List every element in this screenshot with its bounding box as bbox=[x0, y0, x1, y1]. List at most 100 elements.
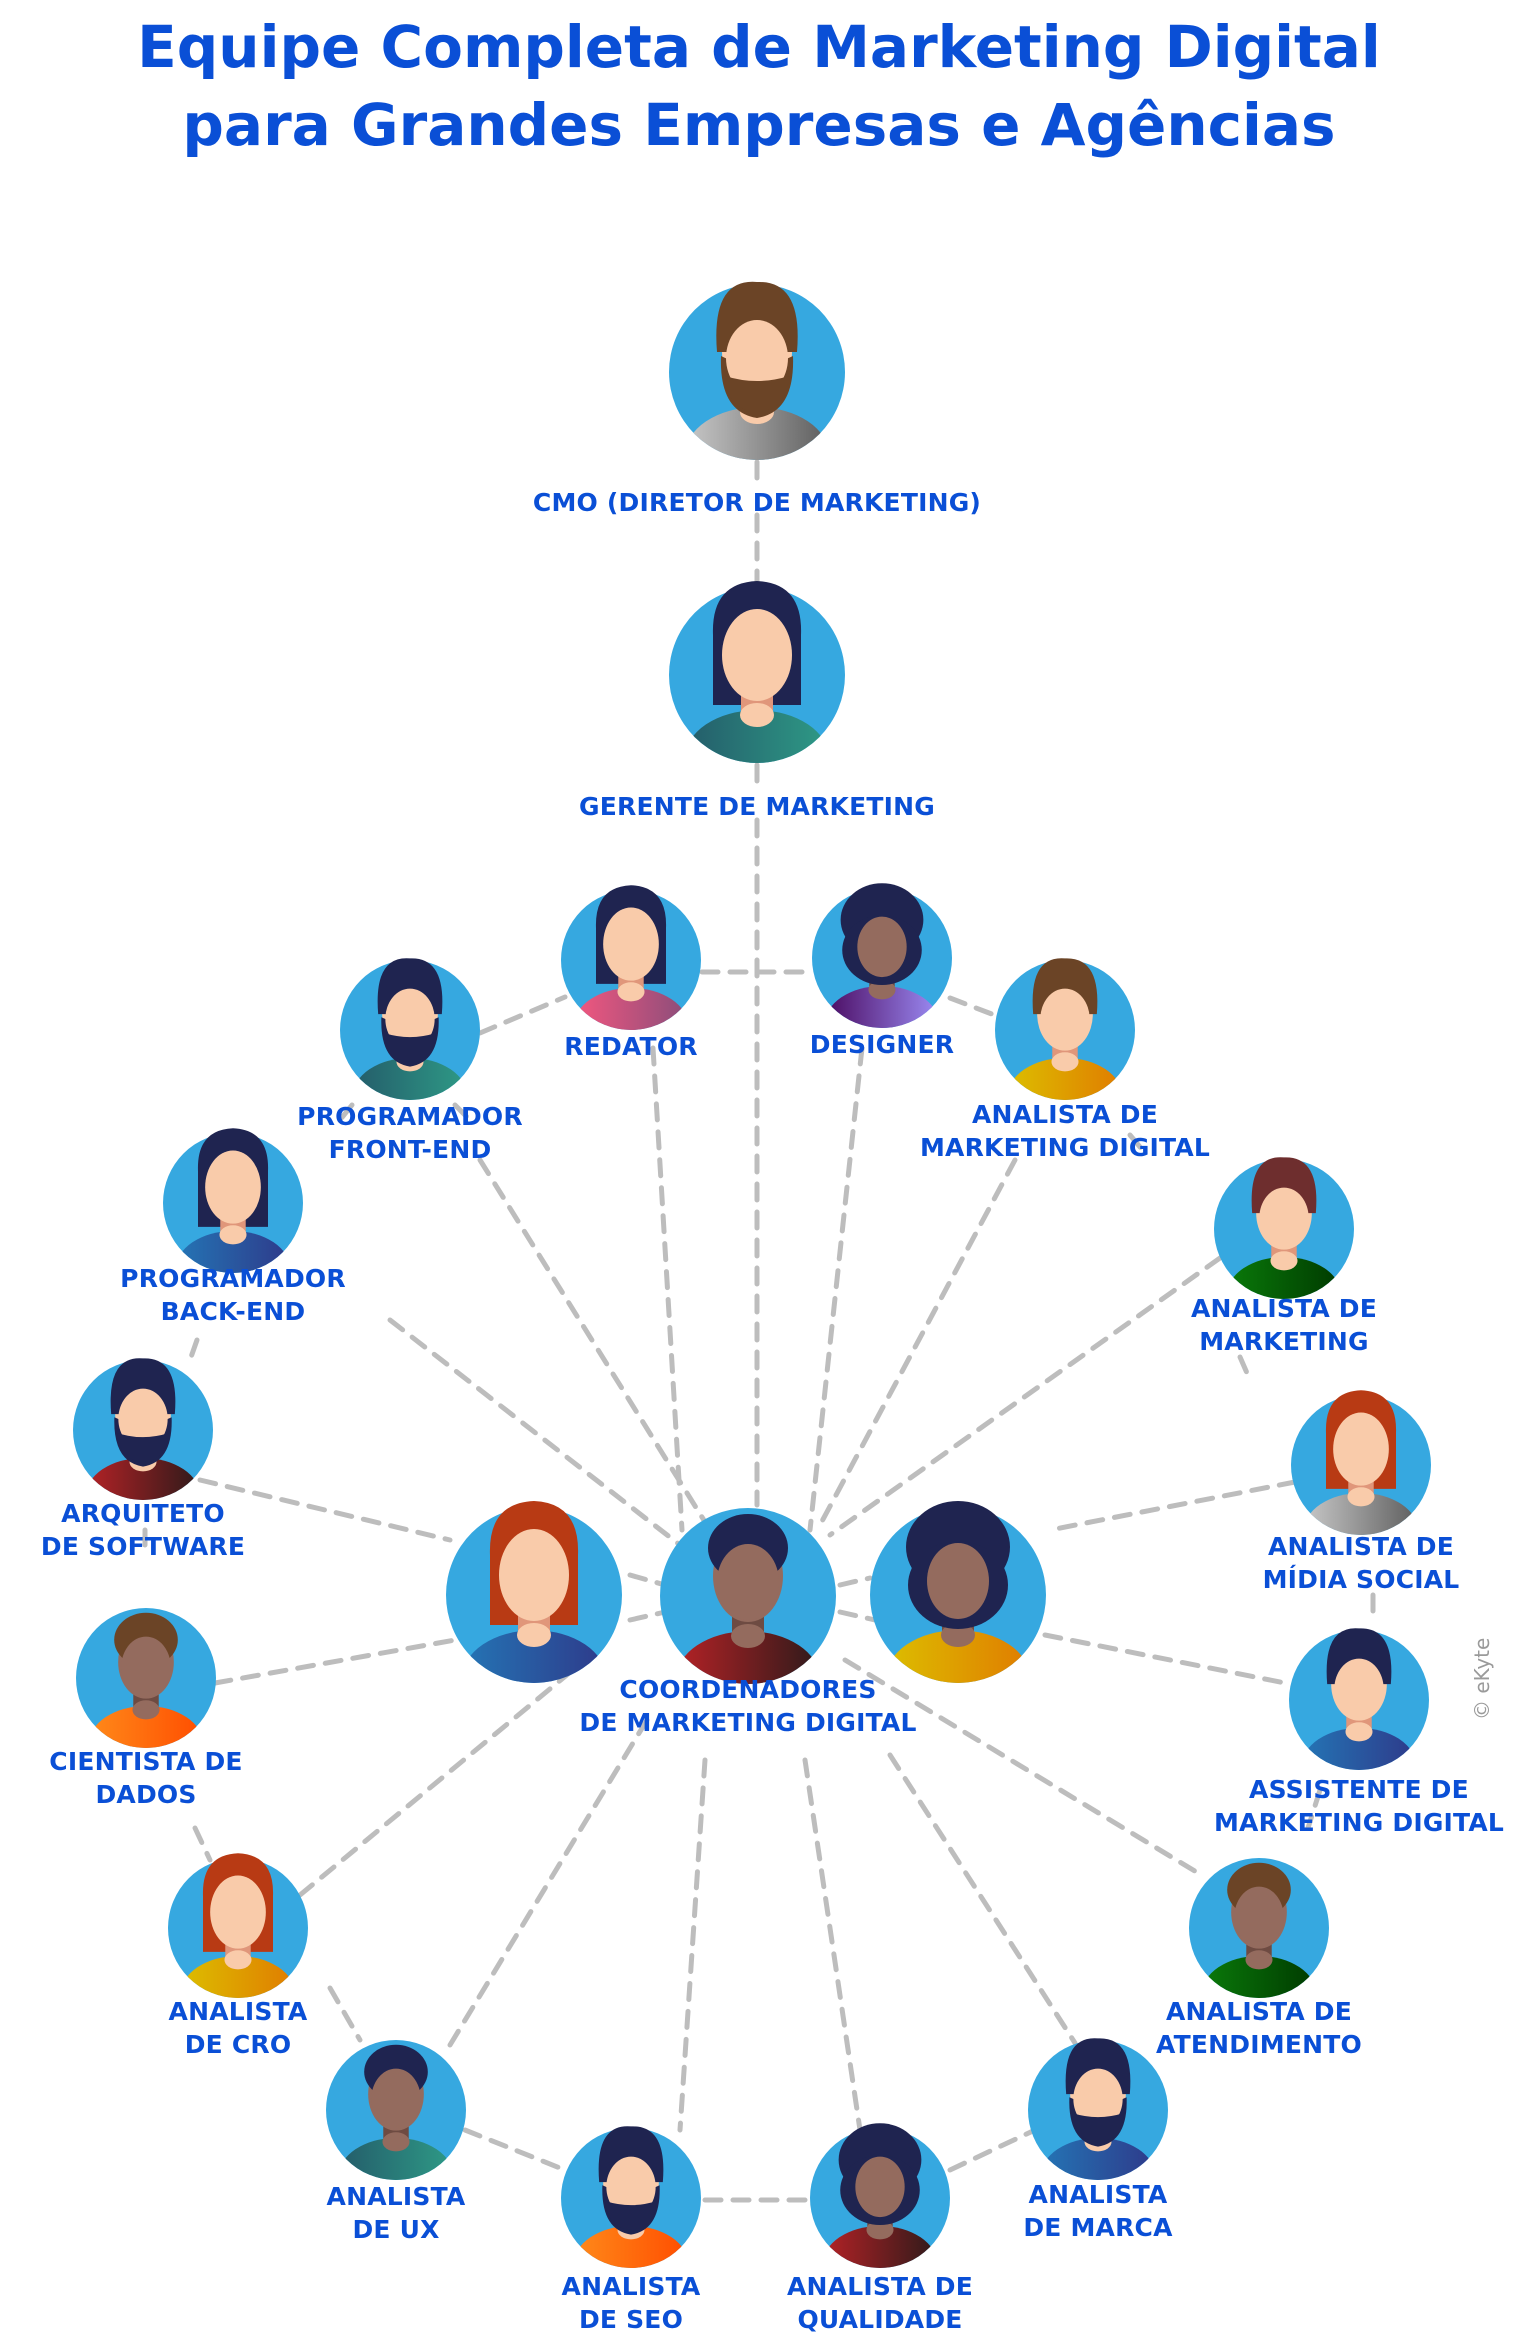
role-label-line: DE SOFTWARE bbox=[40, 1532, 246, 1561]
avatar-icon bbox=[650, 1492, 846, 1692]
avatar-icon bbox=[158, 1842, 318, 2006]
role-label-line: ANALISTA DE bbox=[1165, 1997, 1353, 2026]
role-label: ANALISTA DE MÍDIA SOCIAL bbox=[1263, 1530, 1460, 1596]
connector-line bbox=[627, 1609, 668, 1623]
role-label-line: DESIGNER bbox=[809, 1030, 955, 1059]
role-label-line: GERENTE DE MARKETING bbox=[579, 792, 935, 821]
role-label-line: BACK-END bbox=[160, 1297, 306, 1326]
role-label: DESIGNER bbox=[810, 1028, 955, 1061]
role-label: ANALISTA DE MARKETING DIGITAL bbox=[920, 1098, 1210, 1164]
role-label-line: DADOS bbox=[95, 1780, 197, 1809]
role-label-line: DE MARCA bbox=[1023, 2213, 1173, 2242]
avatar-icon bbox=[659, 571, 855, 771]
connector-line bbox=[1047, 1479, 1298, 1533]
connector-line bbox=[297, 1657, 588, 1898]
connector-line bbox=[947, 2127, 1038, 2173]
role-label-line: CMO (DIRETOR DE MARKETING) bbox=[532, 488, 982, 517]
connector-line bbox=[1237, 1354, 1253, 1383]
role-label-line: ATENDIMENTO bbox=[1156, 2030, 1362, 2059]
connector-line bbox=[677, 1757, 708, 2133]
avatar-icon bbox=[985, 944, 1145, 1108]
connector-line bbox=[807, 1045, 865, 1533]
role-label-line: QUALIDADE bbox=[797, 2305, 963, 2334]
connector-line bbox=[650, 1045, 685, 1533]
role-label: GERENTE DE MARKETING bbox=[579, 790, 935, 823]
avatar-icon bbox=[1179, 1842, 1339, 2006]
connector-line bbox=[452, 1102, 473, 1123]
connector-line bbox=[477, 994, 568, 1036]
role-label-line: ANALISTA DE bbox=[1267, 1532, 1455, 1561]
connector-line bbox=[1042, 1632, 1293, 1687]
role-label-line: PROGRAMADOR bbox=[297, 1102, 523, 1131]
role-label: ANALISTA DE CRO bbox=[169, 1995, 308, 2061]
role-label-line: ANALISTA bbox=[561, 2272, 701, 2301]
role-label: CMO (DIRETOR DE MARKETING) bbox=[533, 486, 981, 519]
role-label-line: COORDENADORES bbox=[619, 1675, 877, 1704]
role-label-line: ANALISTA DE bbox=[1190, 1294, 1378, 1323]
avatar-icon bbox=[802, 872, 962, 1036]
connector-line bbox=[212, 1637, 458, 1686]
connector-line bbox=[827, 1255, 1223, 1538]
role-label-line: DE SEO bbox=[578, 2305, 684, 2334]
role-label: ANALISTA DE MARCA bbox=[1023, 2178, 1172, 2244]
avatar-icon bbox=[1018, 2024, 1178, 2188]
copyright-watermark: © eKyte bbox=[1470, 1637, 1494, 1720]
avatar-icon bbox=[66, 1592, 226, 1756]
role-label: ANALISTA DE SEO bbox=[562, 2270, 701, 2336]
connector-line bbox=[192, 1825, 213, 1863]
avatar-icon bbox=[1279, 1614, 1439, 1778]
connector-line bbox=[837, 1609, 878, 1623]
role-label-line: MARKETING DIGITAL bbox=[1213, 1808, 1505, 1837]
avatar-icon bbox=[860, 1491, 1056, 1691]
role-label-line: ANALISTA DE bbox=[786, 2272, 974, 2301]
role-label-line: DE UX bbox=[352, 2215, 440, 2244]
connector-line bbox=[802, 1757, 863, 2133]
role-label-line: ASSISTENTE DE bbox=[1249, 1775, 1469, 1804]
role-label: ANALISTA DE QUALIDADE bbox=[787, 2270, 973, 2336]
role-label-line: ANALISTA DE bbox=[971, 1100, 1159, 1129]
role-label-line: MÍDIA SOCIAL bbox=[1262, 1565, 1460, 1594]
connector-line bbox=[187, 1337, 200, 1363]
role-label: ANALISTA DE ATENDIMENTO bbox=[1156, 1995, 1362, 2061]
connector-line bbox=[462, 2127, 568, 2173]
role-label-line: REDATOR bbox=[564, 1032, 698, 1061]
role-label: ASSISTENTE DE MARKETING DIGITAL bbox=[1214, 1773, 1504, 1839]
connector-line bbox=[447, 1712, 653, 2048]
connector-line bbox=[842, 1657, 1201, 1876]
connector-line bbox=[1127, 1132, 1148, 1156]
connector-line bbox=[887, 1752, 1078, 2046]
connector-line bbox=[337, 1102, 355, 1123]
connector-line bbox=[197, 1477, 453, 1543]
page-title: Equipe Completa de Marketing Digital par… bbox=[0, 8, 1518, 164]
role-label: REDATOR bbox=[564, 1030, 697, 1063]
connector-line bbox=[477, 1157, 713, 1533]
avatar-icon bbox=[551, 2112, 711, 2276]
avatar-icon bbox=[330, 944, 490, 1108]
role-label-line: DE CRO bbox=[184, 2030, 292, 2059]
connector-line bbox=[837, 1575, 873, 1588]
avatar-icon bbox=[659, 268, 855, 468]
avatar-icon bbox=[1281, 1379, 1441, 1543]
role-label: COORDENADORES DE MARKETING DIGITAL bbox=[579, 1673, 916, 1739]
role-label-line: PROGRAMADOR bbox=[120, 1264, 346, 1293]
connector-line bbox=[627, 1572, 668, 1588]
role-label-line: CIENTISTA DE bbox=[49, 1747, 243, 1776]
role-label: PROGRAMADOR BACK-END bbox=[120, 1262, 346, 1328]
role-label: ARQUITETO DE SOFTWARE bbox=[41, 1497, 245, 1563]
role-label: CIENTISTA DE DADOS bbox=[49, 1745, 242, 1811]
role-label-line: ARQUITETO bbox=[61, 1499, 225, 1528]
role-label-line: ANALISTA bbox=[1028, 2180, 1168, 2209]
connector-line bbox=[387, 1317, 683, 1548]
title-line-1: Equipe Completa de Marketing Digital bbox=[137, 13, 1381, 81]
avatar-icon bbox=[63, 1344, 223, 1508]
connector-line bbox=[327, 1985, 363, 2043]
avatar-icon bbox=[436, 1491, 632, 1691]
avatar-icon bbox=[153, 1117, 313, 1281]
role-label-line: MARKETING DIGITAL bbox=[919, 1133, 1211, 1162]
connector-line bbox=[1305, 1787, 1323, 1831]
role-label-line: DE MARKETING DIGITAL bbox=[579, 1708, 917, 1737]
role-label-line: ANALISTA bbox=[168, 1997, 308, 2026]
avatar-icon bbox=[551, 874, 711, 1038]
